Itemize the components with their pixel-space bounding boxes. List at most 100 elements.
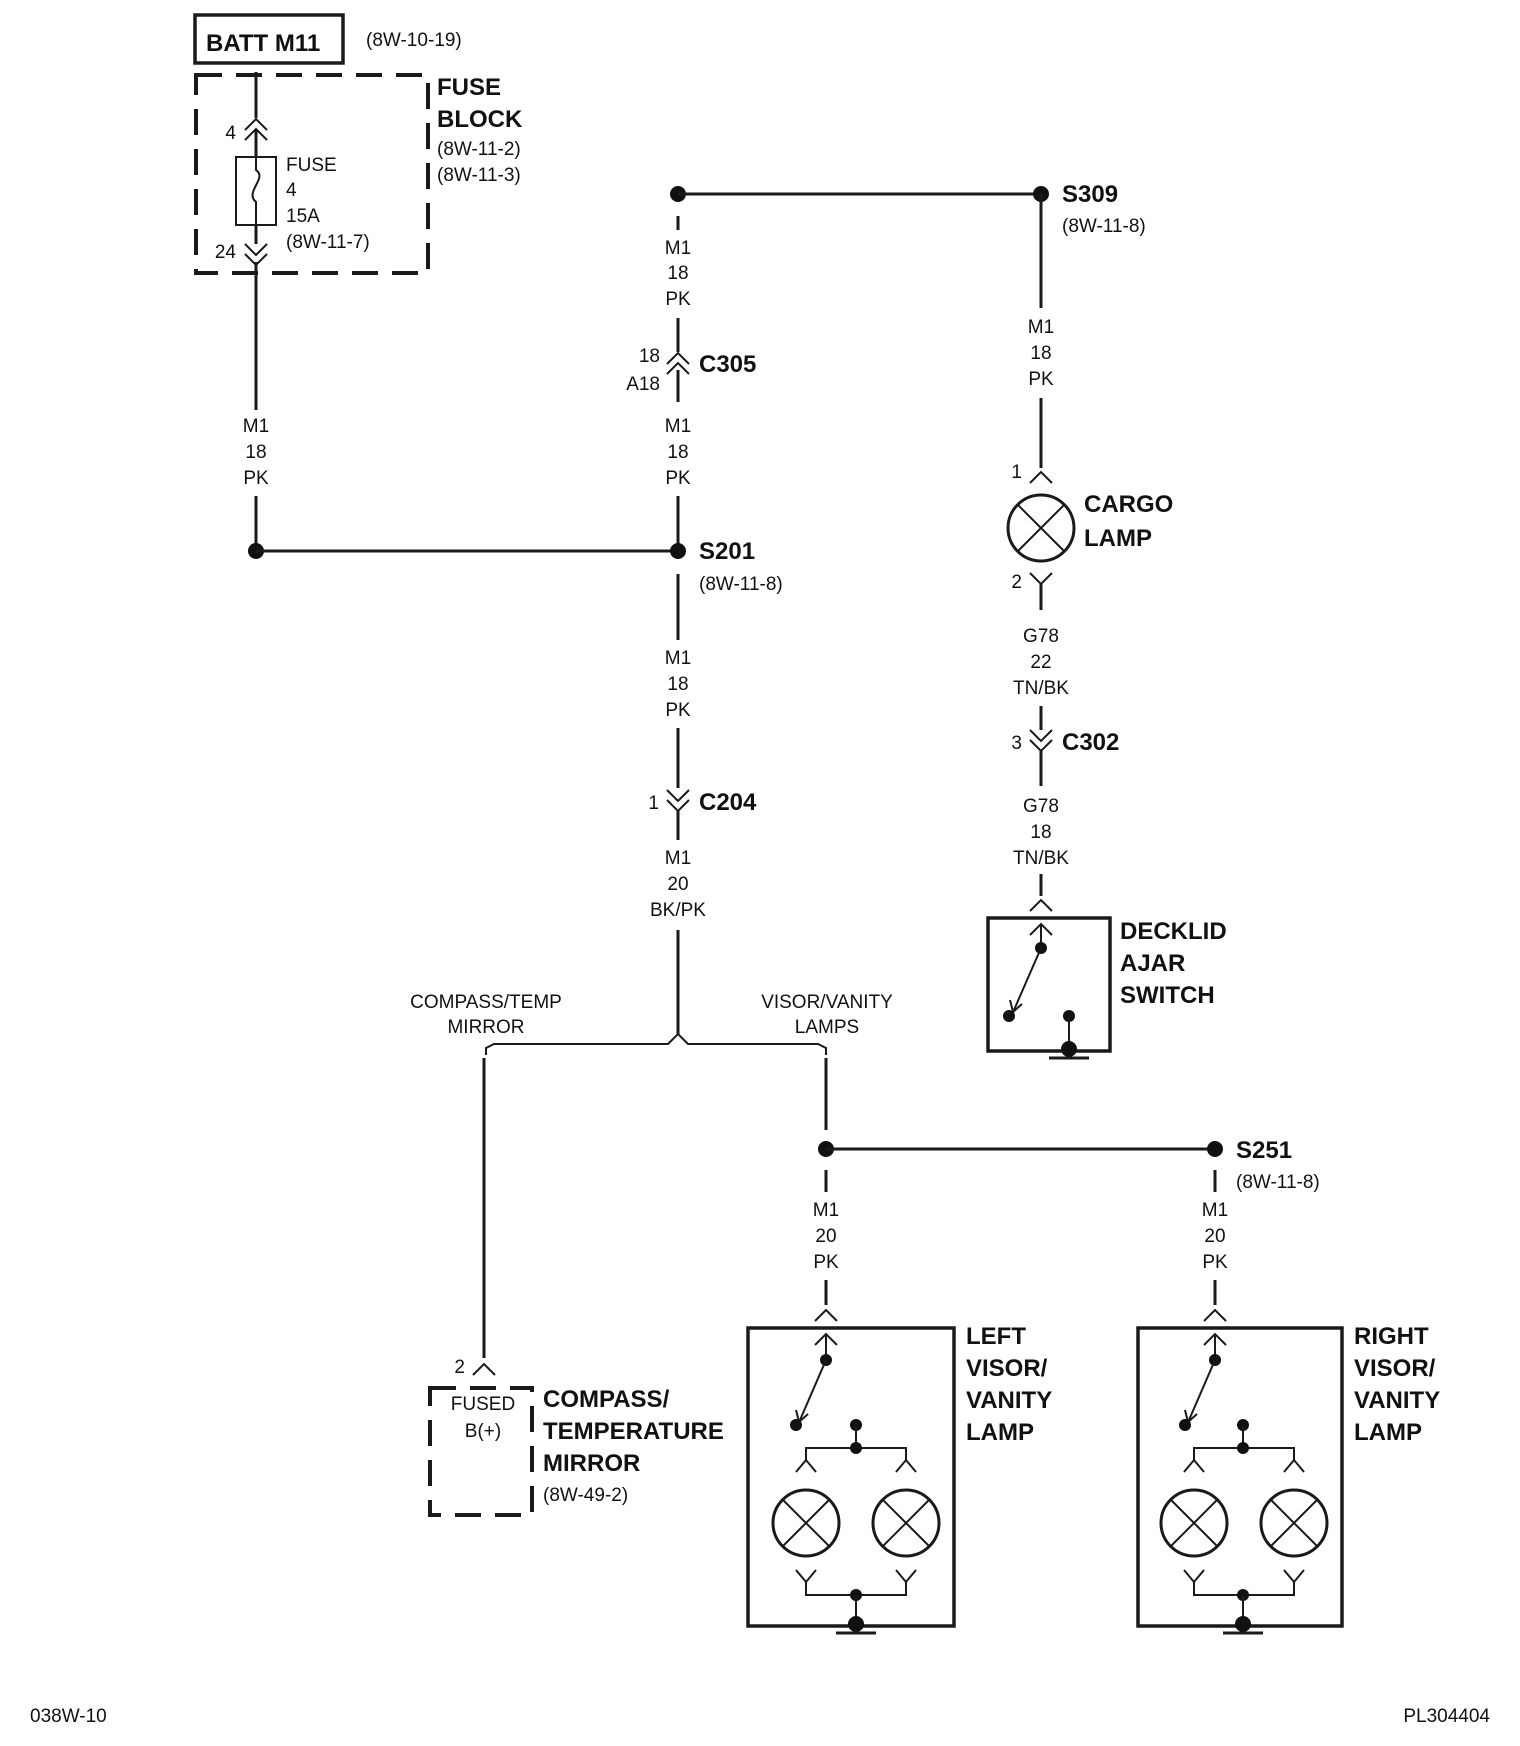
right-visor-title-3: VANITY xyxy=(1354,1387,1440,1414)
svg-text:18: 18 xyxy=(667,263,688,284)
svg-text:22: 22 xyxy=(1030,652,1051,673)
splice-s201-dot xyxy=(670,543,686,559)
left-visor-title-2: VISOR/ xyxy=(966,1355,1048,1382)
left-visor-title-3: VANITY xyxy=(966,1387,1052,1414)
svg-text:18: 18 xyxy=(245,442,266,463)
wire-label-c302-out: G78 18 TN/BK xyxy=(1013,796,1069,869)
splice-s251-dot xyxy=(1207,1141,1223,1157)
compass-pin: 2 xyxy=(454,1357,465,1378)
fuse-block-title-2: BLOCK xyxy=(437,106,523,133)
left-visor-lamp-2-icon xyxy=(871,1488,941,1558)
cargo-lamp-title-1: CARGO xyxy=(1084,491,1173,518)
fuse-name: FUSE xyxy=(286,155,337,176)
branch-compass-line2: MIRROR xyxy=(447,1017,524,1038)
svg-text:TN/BK: TN/BK xyxy=(1013,678,1069,699)
svg-text:20: 20 xyxy=(815,1226,836,1247)
battery-ref: (8W-10-19) xyxy=(366,30,462,51)
fuse-rating: 15A xyxy=(286,206,320,227)
decklid-title-2: AJAR xyxy=(1120,950,1185,977)
footer-page-code: 038W-10 xyxy=(30,1706,107,1727)
fuse-icon xyxy=(235,156,277,226)
svg-text:20: 20 xyxy=(667,874,688,895)
right-visor-lamp-1-icon xyxy=(1159,1488,1229,1558)
svg-text:PK: PK xyxy=(243,468,269,489)
wire-label-right-visor: M1 20 PK xyxy=(1202,1200,1228,1273)
splice-s251-ref: (8W-11-8) xyxy=(1236,1172,1320,1193)
cargo-lamp-icon xyxy=(1006,493,1076,563)
cargo-lamp-pin1-connector-icon xyxy=(1029,470,1053,484)
battery-box: BATT M11 xyxy=(193,13,345,65)
svg-text:G78: G78 xyxy=(1023,626,1059,647)
compass-ref: (8W-49-2) xyxy=(543,1485,628,1506)
branch-bracket xyxy=(485,1032,827,1055)
branch-visor-line1: VISOR/VANITY xyxy=(761,992,893,1013)
right-visor-title-2: VISOR/ xyxy=(1354,1355,1436,1382)
svg-text:18: 18 xyxy=(667,442,688,463)
left-visor-lamp-1-icon xyxy=(771,1488,841,1558)
decklid-switch-box xyxy=(986,916,1112,1053)
wire-label-cargo-out: G78 22 TN/BK xyxy=(1013,626,1069,699)
cargo-lamp-pin2-connector-icon xyxy=(1029,572,1053,586)
left-visor-connector-icon xyxy=(814,1308,838,1322)
branch-visor-line2: LAMPS xyxy=(795,1017,859,1038)
splice-s309-label: S309 xyxy=(1062,181,1118,208)
c305-connector-icon xyxy=(666,351,690,375)
wire-label-c305-out: M1 18 PK xyxy=(665,416,691,489)
svg-text:TN/BK: TN/BK xyxy=(1013,848,1069,869)
decklid-title-3: SWITCH xyxy=(1120,982,1215,1009)
right-visor-ground-icon xyxy=(1223,1616,1263,1635)
svg-text:G78: G78 xyxy=(1023,796,1059,817)
svg-text:18: 18 xyxy=(1030,822,1051,843)
compass-title-2: TEMPERATURE xyxy=(543,1418,724,1445)
c305-label: C305 xyxy=(699,351,756,378)
c305-pin-top: 18 xyxy=(639,346,660,367)
svg-text:M1: M1 xyxy=(1202,1200,1228,1221)
wire-label-center-top: M1 18 PK xyxy=(665,238,691,310)
right-visor-connector-icon xyxy=(1203,1308,1227,1322)
svg-text:PK: PK xyxy=(665,700,691,721)
fuse-ref: (8W-11-7) xyxy=(286,232,370,253)
right-visor-box xyxy=(1136,1326,1344,1628)
c204-pin: 1 xyxy=(648,793,659,814)
c302-pin: 3 xyxy=(1011,733,1022,754)
svg-text:M1: M1 xyxy=(813,1200,839,1221)
svg-text:M1: M1 xyxy=(665,848,691,869)
splice-s251-label: S251 xyxy=(1236,1137,1292,1164)
wire-label-c204-out: M1 20 BK/PK xyxy=(650,848,706,921)
fuse-number: 4 xyxy=(286,180,297,201)
svg-text:M1: M1 xyxy=(665,416,691,437)
compass-inner-line2: B(+) xyxy=(465,1421,501,1442)
svg-text:20: 20 xyxy=(1204,1226,1225,1247)
left-visor-ground-icon xyxy=(836,1616,876,1635)
splice-s201-ref: (8W-11-8) xyxy=(699,574,783,595)
c305-pin-bottom: A18 xyxy=(626,374,660,395)
svg-text:BK/PK: BK/PK xyxy=(650,900,706,921)
c204-label: C204 xyxy=(699,789,757,816)
compass-inner-line1: FUSED xyxy=(451,1394,515,1415)
svg-text:M1: M1 xyxy=(665,238,691,259)
left-visor-box xyxy=(746,1326,956,1628)
footer-plate-code: PL304404 xyxy=(1403,1706,1490,1727)
fuse-pin-out: 24 xyxy=(215,242,237,263)
left-visor-title-4: LAMP xyxy=(966,1419,1034,1446)
fuse-block-ref-2: (8W-11-3) xyxy=(437,165,521,186)
svg-text:PK: PK xyxy=(665,289,691,310)
svg-text:18: 18 xyxy=(1030,343,1051,364)
right-visor-title-4: LAMP xyxy=(1354,1419,1422,1446)
c302-connector-icon xyxy=(1029,729,1053,753)
cargo-lamp-pin2: 2 xyxy=(1011,572,1022,593)
wire-label-s309-out: M1 18 PK xyxy=(1028,317,1054,390)
cargo-lamp-title-2: LAMP xyxy=(1084,525,1152,552)
branch-compass-line1: COMPASS/TEMP xyxy=(410,992,562,1013)
battery-label: BATT M11 xyxy=(206,30,320,57)
right-visor-title-1: RIGHT xyxy=(1354,1323,1429,1350)
fuse-out-connector-icon xyxy=(244,243,268,267)
wire-label-left-visor: M1 20 PK xyxy=(813,1200,839,1273)
decklid-title-1: DECKLID xyxy=(1120,918,1227,945)
fuse-block-ref-1: (8W-11-2) xyxy=(437,139,521,160)
splice-s201-label: S201 xyxy=(699,538,755,565)
right-visor-lamp-2-icon xyxy=(1259,1488,1329,1558)
compass-mirror-outline xyxy=(428,1386,534,1517)
svg-text:PK: PK xyxy=(1028,369,1054,390)
